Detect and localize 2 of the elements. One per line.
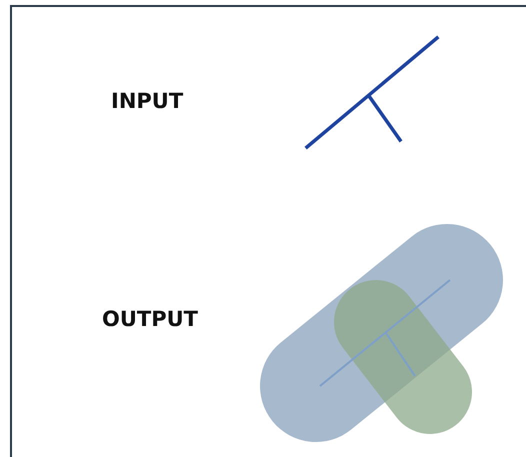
input-label: INPUT bbox=[111, 89, 184, 113]
output-label: OUTPUT bbox=[102, 307, 198, 331]
